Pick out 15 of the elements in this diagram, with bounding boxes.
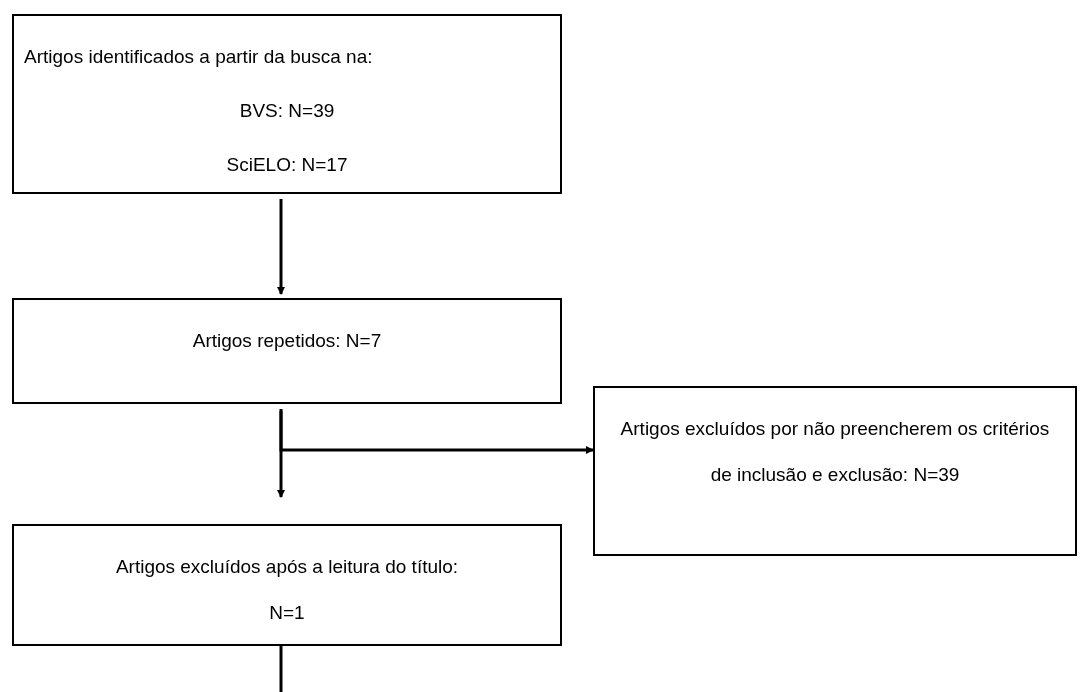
box-text: Artigos excluídos após a leitura do título: <box>114 555 460 579</box>
box-text: SciELO: N=17 <box>225 153 349 177</box>
process-box <box>12 14 562 194</box>
process-box <box>12 524 562 646</box>
process-box <box>593 386 1077 556</box>
box-text: N=1 <box>268 601 306 625</box>
box-text: Artigos excluídos por não preencherem os critérios de inclusão e exclusão: N=39 <box>619 417 1051 487</box>
box-text: Artigos identificados a partir da busca na: <box>24 45 374 69</box>
process-box <box>12 298 562 404</box>
arrow <box>279 411 594 454</box>
arrow <box>277 199 285 295</box>
connector-line <box>279 646 283 692</box>
arrow <box>277 409 285 498</box>
box-text: Artigos repetidos: N=7 <box>191 329 383 353</box>
box-text: BVS: N=39 <box>238 99 336 123</box>
